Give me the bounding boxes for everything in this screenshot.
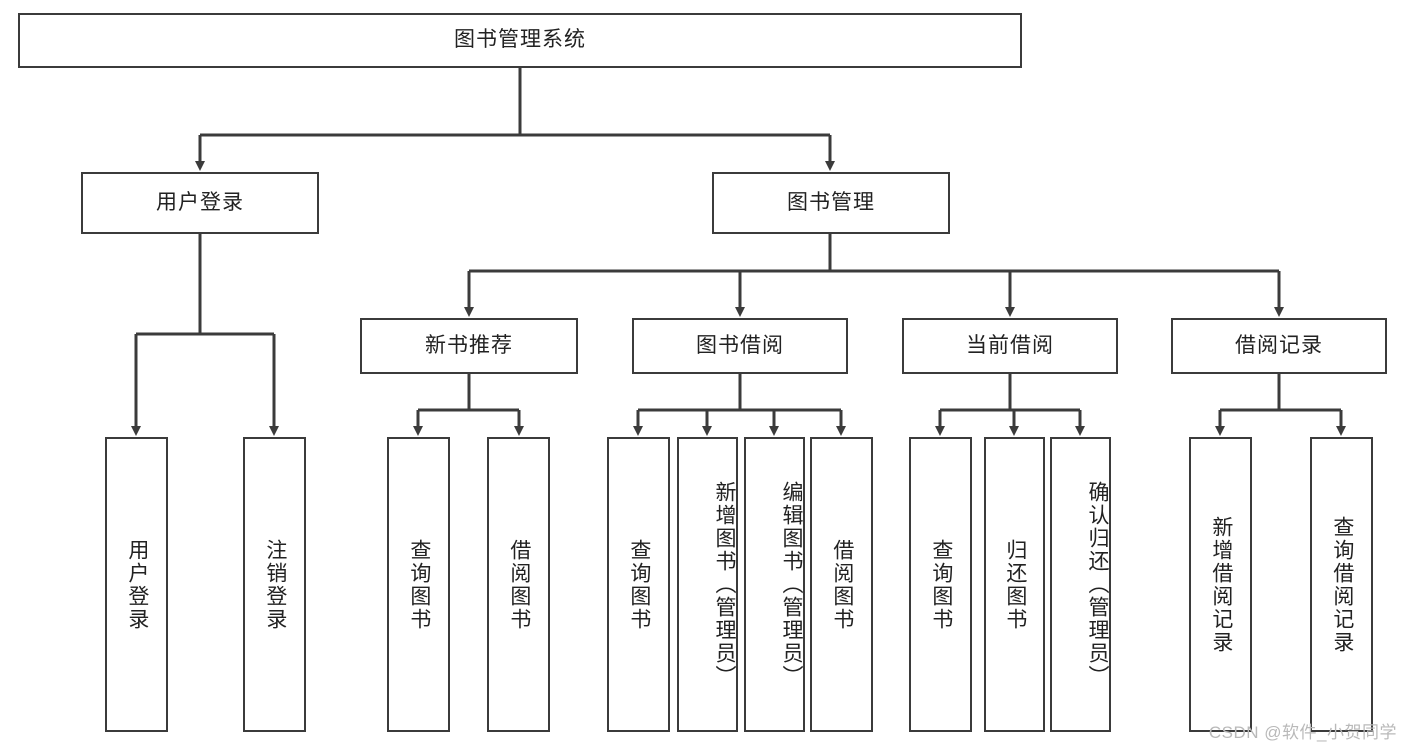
node-current-borrow[interactable]: 当前借阅 [902,318,1118,374]
leaf-record-query-label: 查询借阅记录 [1330,515,1354,654]
leaf-borrow-edit-admin[interactable]: 编辑图书（管理员） [744,437,805,732]
node-book-management-label: 图书管理 [787,190,875,214]
leaf-logout[interactable]: 注销登录 [243,437,306,732]
node-root[interactable]: 图书管理系统 [18,13,1022,68]
leaf-current-confirm-admin-label: 确认归还（管理员） [1086,481,1109,688]
leaf-borrow-query-label: 查询图书 [627,538,651,631]
node-root-label: 图书管理系统 [454,28,586,52]
node-borrow-records[interactable]: 借阅记录 [1171,318,1387,374]
node-book-management[interactable]: 图书管理 [712,172,950,234]
leaf-current-query[interactable]: 查询图书 [909,437,972,732]
node-user-login[interactable]: 用户登录 [81,172,319,234]
leaf-newbook-query-label: 查询图书 [407,538,431,631]
leaf-current-return-label: 归还图书 [1003,538,1027,631]
node-current-borrow-label: 当前借阅 [966,333,1054,357]
leaf-record-add[interactable]: 新增借阅记录 [1189,437,1252,732]
leaf-borrow-lend-label: 借阅图书 [830,538,854,631]
csdn-watermark: CSDN @软件_小贺同学 [1208,723,1397,742]
leaf-borrow-edit-admin-label: 编辑图书（管理员） [780,481,803,688]
leaf-current-query-label: 查询图书 [929,538,953,631]
leaf-newbook-query[interactable]: 查询图书 [387,437,450,732]
leaf-record-query[interactable]: 查询借阅记录 [1310,437,1373,732]
leaf-user-login-label: 用户登录 [125,538,149,631]
node-book-borrow-label: 图书借阅 [696,333,784,357]
leaf-current-return[interactable]: 归还图书 [984,437,1045,732]
leaf-newbook-borrow[interactable]: 借阅图书 [487,437,550,732]
leaf-newbook-borrow-label: 借阅图书 [507,538,531,631]
leaf-user-login[interactable]: 用户登录 [105,437,168,732]
node-new-book-recommend[interactable]: 新书推荐 [360,318,578,374]
node-new-book-recommend-label: 新书推荐 [425,333,513,357]
leaf-record-add-label: 新增借阅记录 [1209,515,1233,654]
node-book-borrow[interactable]: 图书借阅 [632,318,848,374]
leaf-borrow-add-admin-label: 新增图书（管理员） [713,481,736,688]
leaf-borrow-query[interactable]: 查询图书 [607,437,670,732]
leaf-current-confirm-admin[interactable]: 确认归还（管理员） [1050,437,1111,732]
leaf-borrow-lend[interactable]: 借阅图书 [810,437,873,732]
node-borrow-records-label: 借阅记录 [1235,333,1323,357]
node-user-login-label: 用户登录 [156,190,244,214]
leaf-logout-label: 注销登录 [263,538,287,631]
leaf-borrow-add-admin[interactable]: 新增图书（管理员） [677,437,738,732]
